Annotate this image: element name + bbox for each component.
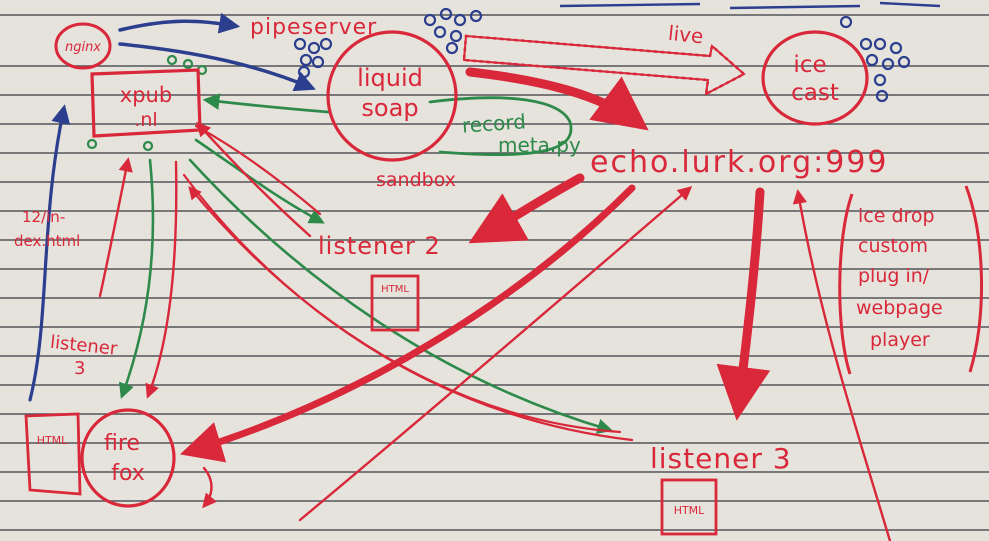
arrow-xpub-to-liquidsoap — [118, 42, 316, 92]
nginx-node: nginx — [54, 22, 112, 70]
arrow-xpub-to-pipeserver — [118, 12, 241, 34]
listener2-label: listener 2 — [318, 232, 441, 260]
pipeserver-label: pipeserver — [250, 15, 377, 40]
listener3-right-label: listener 3 — [650, 442, 792, 475]
record-label-line1: record — [461, 109, 526, 137]
icedrop-line-1: ice drop — [858, 205, 935, 227]
listener3-left-label-line2: 3 — [74, 358, 85, 379]
arrow-liquidsoap-to-echo — [465, 67, 649, 131]
firefox-html-box-label: HTML — [37, 434, 68, 447]
bubble-decorations — [293, 7, 911, 103]
index-html-label-line2: dex.html — [14, 232, 80, 250]
arrow-xpub-to-firefox-red — [145, 160, 178, 399]
arrow-xpub-to-firefox — [118, 158, 155, 399]
arrow-liquidsoap-to-xpub — [202, 93, 330, 114]
firefox-node: fire fox — [80, 408, 176, 508]
liquidsoap-label-line2: soap — [361, 94, 418, 122]
arrow-xpub-to-listener2-red — [194, 124, 322, 216]
listener2-node: listener 2 HTML — [318, 232, 441, 332]
icedrop-line-3: plug in/ — [858, 265, 930, 287]
index-html-label-line1: 12/in- — [22, 208, 65, 226]
listener3-node: listener 3 HTML — [650, 442, 792, 536]
notebook-rules — [0, 1, 989, 531]
xpub-node: xpub .nl — [90, 68, 202, 138]
xpub-label-line2: .nl — [134, 109, 157, 131]
arrow-xpub-to-listener3 — [188, 158, 613, 434]
listener2-html-box: HTML — [381, 284, 409, 295]
record-label-line2: meta.py — [498, 133, 581, 157]
icedrop-line-2: custom — [858, 235, 928, 257]
arrow-firefox-down — [202, 466, 217, 509]
arrow-echo-to-listener2 — [468, 173, 585, 244]
echo-host-label: echo.lurk.org:999 — [590, 145, 889, 180]
nginx-label: nginx — [65, 40, 101, 55]
arrow-xpub-to-listener3-red — [182, 173, 634, 442]
icecast-label-line1: ice — [793, 52, 826, 78]
sandbox-label: sandbox — [376, 169, 456, 191]
icedrop-line-4: webpage — [856, 297, 943, 319]
firefox-label-line1: fire — [104, 431, 140, 456]
listener3-html-box: HTML — [674, 504, 705, 517]
arrow-record-meta — [428, 96, 573, 157]
firefox-label-line2: fox — [111, 461, 145, 486]
firefox-html-box: HTML — [24, 412, 82, 496]
liquidsoap-node: liquid soap sandbox — [326, 30, 458, 191]
green-bubbles — [86, 54, 208, 152]
arrow-echo-to-listener3 — [716, 187, 771, 421]
arrow-echo-to-firefox — [179, 184, 636, 463]
arrow-listener2-to-xpub — [196, 121, 312, 238]
arrow-loop-to-xpub — [28, 104, 71, 402]
connection-arrows — [28, 12, 892, 541]
xpub-label-line1: xpub — [120, 83, 172, 107]
arrow-bottom-to-echo — [298, 186, 693, 522]
liquidsoap-label-line1: liquid — [357, 64, 423, 92]
arrow-firefox-to-xpub — [98, 157, 133, 298]
live-label: live — [667, 21, 705, 49]
icecast-label-line2: cast — [791, 80, 839, 106]
icecast-node: ice cast — [761, 30, 869, 126]
icedrop-line-5: player — [870, 329, 930, 351]
arrow-right-up-to-echo — [792, 189, 892, 541]
icedrop-note: ice drop custom plug in/ webpage player — [838, 185, 983, 375]
arrow-xpub-to-listener2 — [194, 138, 325, 224]
